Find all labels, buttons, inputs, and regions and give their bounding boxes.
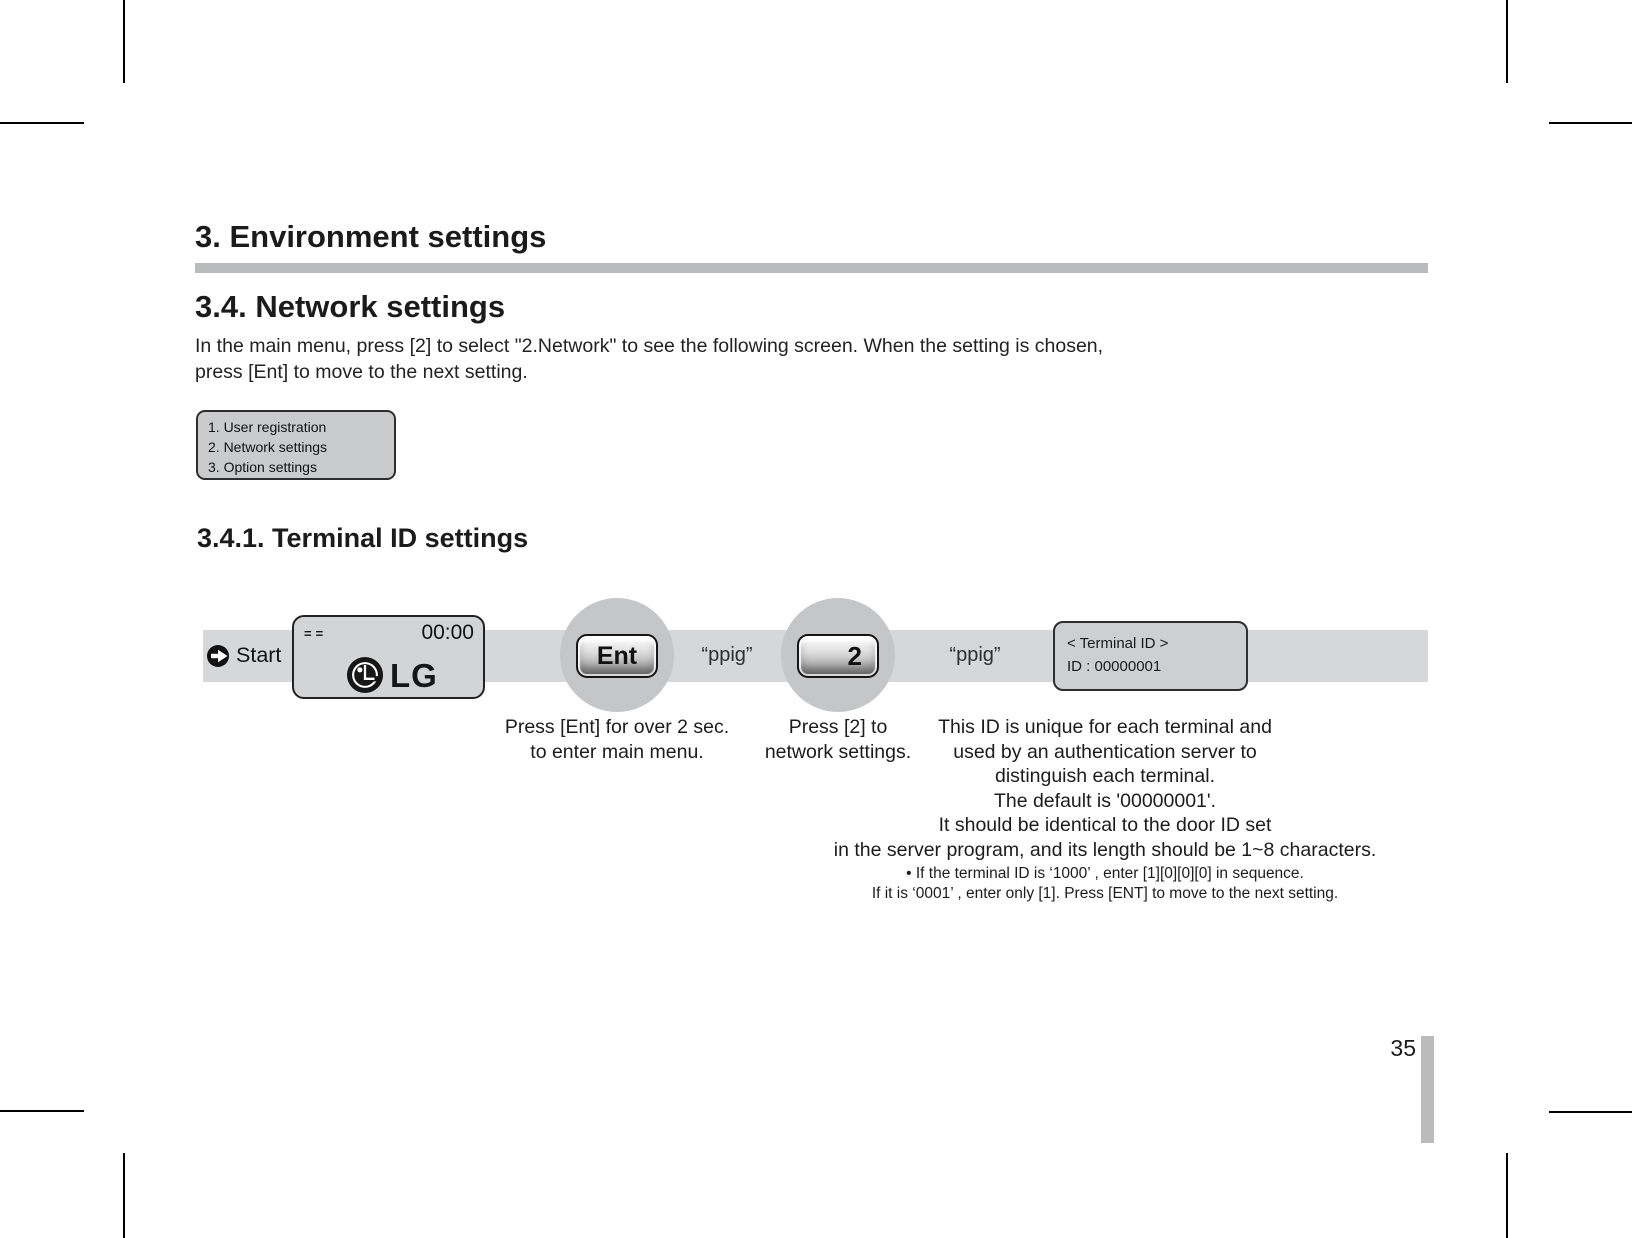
- crop-mark-top-right-v: [1506, 0, 1508, 83]
- main-menu-screen: 1. User registration 2. Network settings…: [196, 410, 396, 480]
- chapter-title: 3. Environment settings: [195, 219, 547, 254]
- caption-terminal-id: This ID is unique for each terminal and …: [805, 715, 1405, 904]
- caption-terminal-line-3: distinguish each terminal.: [994, 765, 1216, 787]
- crop-mark-bottom-right-v: [1506, 1153, 1508, 1238]
- intro-line-2: press [Ent] to move to the next setting.: [195, 360, 528, 383]
- caption-terminal-line-6: in the server program, and its length sh…: [833, 838, 1377, 861]
- start-label: Start: [236, 643, 282, 667]
- key-2-label: 2: [847, 640, 862, 671]
- caption-key2: Press [2] to network settings.: [738, 715, 938, 765]
- caption-key2-line-1: Press [2] to: [788, 716, 888, 738]
- terminal-id-screen-value: ID : 00000001: [1067, 658, 1162, 675]
- beep-sound-label-1: “ppig”: [701, 644, 753, 666]
- page-number-bar: [1421, 1036, 1434, 1143]
- caption-ent: Press [Ent] for over 2 sec. to enter mai…: [462, 715, 772, 765]
- caption-terminal-note-1: • If the terminal ID is ‘1000’ , enter […: [906, 865, 1304, 882]
- caption-terminal-line-1: This ID is unique for each terminal and: [938, 716, 1272, 738]
- menu-item-user-registration: 1. User registration: [208, 419, 327, 435]
- menu-item-network-settings: 2. Network settings: [208, 439, 328, 455]
- terminal-id-screen-title: < Terminal ID >: [1067, 635, 1169, 652]
- ent-key-label: Ent: [596, 641, 638, 670]
- crop-mark-bottom-left-v: [123, 1153, 125, 1238]
- caption-key2-line-2: network settings.: [764, 741, 912, 763]
- lg-face-logo-icon: [346, 656, 384, 694]
- caption-ent-line-1: Press [Ent] for over 2 sec.: [504, 716, 730, 738]
- crop-mark-top-left-v: [123, 0, 125, 83]
- lcd-status-text: ==: [304, 626, 328, 641]
- page-number: 35: [1390, 1035, 1416, 1061]
- key-2-button: 2: [797, 634, 879, 678]
- caption-ent-line-2: to enter main menu.: [530, 741, 704, 763]
- idle-lcd-screen: == 00:00 LG: [292, 615, 485, 699]
- circle-arrow-right-icon: [207, 645, 229, 667]
- section-intro: In the main menu, press [2] to select "2…: [195, 334, 1103, 385]
- crop-mark-bottom-right-h: [1549, 1111, 1632, 1113]
- caption-terminal-line-4: The default is '00000001'.: [993, 789, 1217, 812]
- menu-item-option-settings: 3. Option settings: [208, 459, 317, 475]
- caption-terminal-notes: • If the terminal ID is ‘1000’ , enter […: [805, 864, 1405, 904]
- subsection-title: 3.4.1. Terminal ID settings: [197, 523, 529, 553]
- beep-sound-label-2: “ppig”: [949, 644, 1001, 666]
- crop-mark-top-left-h: [0, 122, 84, 124]
- ent-key-button: Ent: [576, 634, 658, 678]
- caption-terminal-note-2: If it is ‘0001’ , enter only [1]. Press …: [871, 885, 1339, 902]
- lcd-clock: 00:00: [421, 621, 474, 644]
- caption-terminal-line-2: used by an authentication server to: [953, 740, 1257, 763]
- lg-brand-text: LG: [390, 657, 438, 694]
- crop-mark-bottom-left-h: [0, 1110, 84, 1112]
- crop-mark-top-right-h: [1549, 122, 1632, 124]
- section-title: 3.4. Network settings: [195, 289, 506, 324]
- terminal-id-screen: < Terminal ID > ID : 00000001: [1053, 621, 1248, 691]
- caption-terminal-line-5: It should be identical to the door ID se…: [938, 814, 1272, 836]
- chapter-title-underline-bar: [195, 263, 1428, 273]
- intro-line-1: In the main menu, press [2] to select "2…: [195, 335, 1104, 357]
